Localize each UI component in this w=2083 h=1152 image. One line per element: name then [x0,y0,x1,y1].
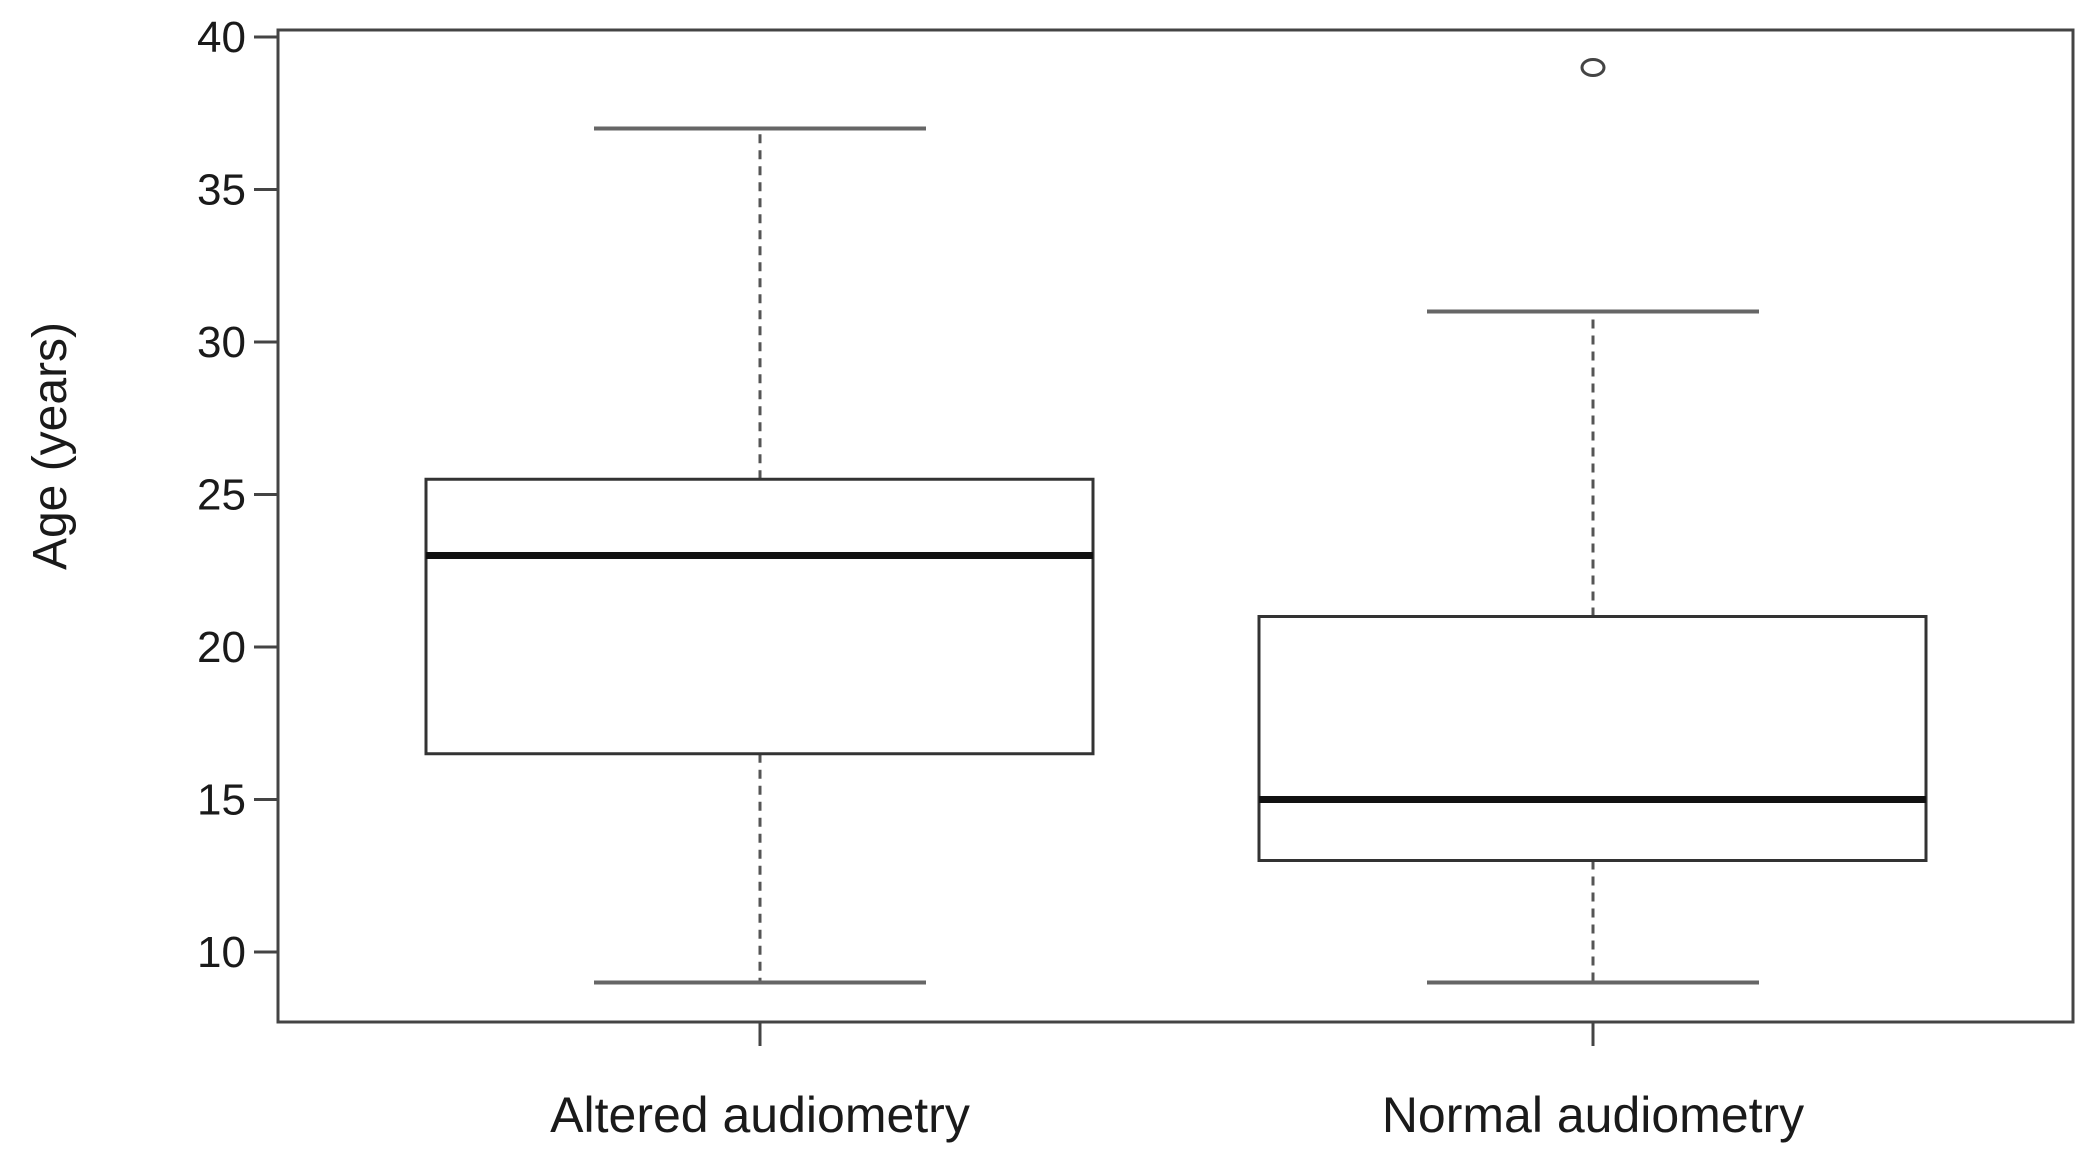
x-category-label-0: Altered audiometry [550,1087,970,1143]
boxes-layer [424,58,1928,985]
x-axis: Altered audiometry Normal audiometry [550,1022,1804,1143]
box-group-1 [1257,58,1928,985]
iqr-box [1257,615,1928,862]
x-category-label-1: Normal audiometry [1382,1087,1804,1143]
y-tick-label-15: 15 [197,776,246,825]
box-group-0 [424,126,1095,985]
iqr-box [424,477,1095,756]
y-tick-label-35: 35 [197,166,246,215]
outlier-point-0 [1580,58,1606,77]
plot-frame [276,28,2075,1024]
y-tick-label-30: 30 [197,318,246,367]
y-tick-label-25: 25 [197,471,246,520]
y-tick-label-20: 20 [197,623,246,672]
y-axis: 10 15 20 25 30 35 40 [197,13,278,977]
y-tick-label-40: 40 [197,13,246,62]
y-axis-title: Age (years) [24,322,77,570]
y-tick-label-10: 10 [197,928,246,977]
